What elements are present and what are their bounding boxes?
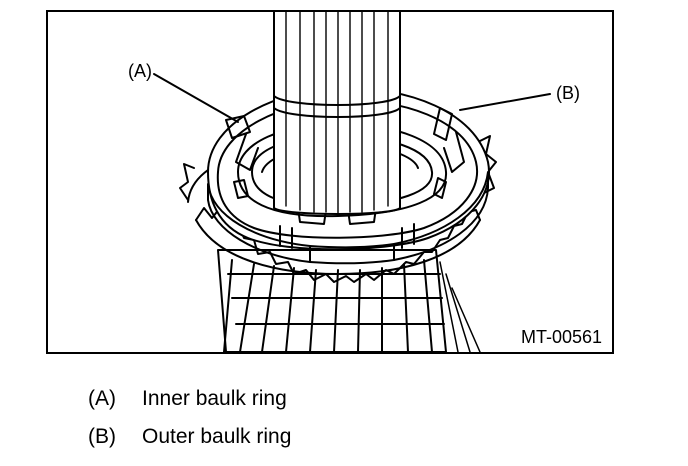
gear-assembly-illustration	[153, 12, 551, 352]
legend-text: Outer baulk ring	[142, 425, 292, 448]
legend-key: (B)	[88, 425, 116, 448]
splined-shaft	[273, 12, 401, 215]
legend-item: (B) Outer baulk ring	[88, 418, 291, 456]
legend: (A) Inner baulk ring (B) Outer baulk rin…	[88, 380, 291, 456]
legend-item: (A) Inner baulk ring	[88, 380, 291, 418]
leader-line-a	[153, 73, 239, 123]
callout-b: (B)	[556, 83, 580, 103]
legend-key: (A)	[88, 387, 116, 410]
leader-line-b	[459, 93, 551, 111]
helical-gear	[217, 249, 481, 352]
legend-text: Inner baulk ring	[142, 387, 287, 410]
callout-a: (A)	[128, 61, 152, 81]
figure-frame: (A) (B) MT-00561	[46, 10, 614, 354]
figure-code: MT-00561	[520, 327, 602, 347]
